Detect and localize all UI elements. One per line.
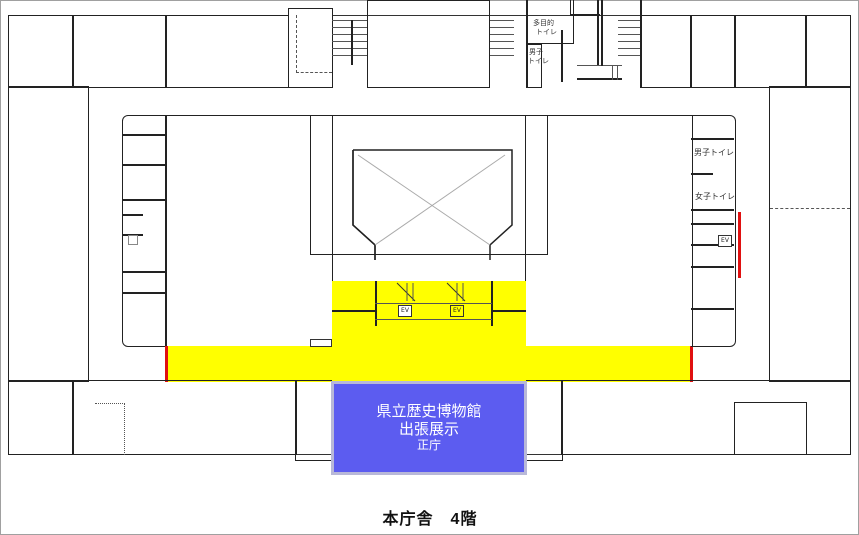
dashed-box-bottom-left xyxy=(95,403,125,455)
room-bottom-right xyxy=(561,380,851,455)
room-top-left-2 xyxy=(72,15,167,88)
stairs-top-far-right xyxy=(618,20,640,62)
room-bottom-left-1 xyxy=(8,380,74,455)
room-mens-toilet-top xyxy=(526,44,542,88)
stairs-top-small xyxy=(577,65,622,80)
exhibit-hall[interactable]: 県立歴史博物館 出張展示 正庁 xyxy=(331,381,527,475)
label-multipurpose-toilet-2: トイレ xyxy=(536,28,557,36)
room-top-left-3 xyxy=(165,15,290,88)
wall-center-bottom-r xyxy=(492,310,526,312)
wall-top-d xyxy=(570,14,600,16)
wall-top-c xyxy=(570,0,571,15)
label-womens-toilet-right: 女子トイレ xyxy=(695,192,735,201)
exhibit-line3: 正庁 xyxy=(416,438,441,452)
floor-caption: 本庁舎 4階 xyxy=(382,511,478,528)
room-top-left-1 xyxy=(8,15,74,88)
room-center-left xyxy=(165,115,333,348)
left-core-elevator-box xyxy=(128,235,138,245)
room-multipurpose-toilet xyxy=(526,0,574,44)
stairs-top-left xyxy=(332,20,368,66)
room-top-center xyxy=(367,0,490,88)
label-multipurpose-toilet-1: 多目的 xyxy=(533,19,554,27)
right-core xyxy=(691,115,736,347)
room-bottom-right-small xyxy=(734,402,807,455)
label-mens-toilet-top-1: 男子 xyxy=(529,48,543,56)
wall-top-e xyxy=(601,0,603,66)
left-core xyxy=(122,115,167,347)
room-bottom-center-left xyxy=(295,380,332,461)
wall-vert-a xyxy=(561,30,563,82)
route-corridor xyxy=(166,346,692,382)
room-center-right xyxy=(525,115,693,348)
barrier-right-core xyxy=(738,212,741,278)
label-mens-toilet-top-2: トイレ xyxy=(528,57,549,65)
elevator-center-right: EV xyxy=(450,305,464,317)
center-stair-cores xyxy=(375,281,493,326)
exhibit-line1: 県立歴史博物館 xyxy=(376,402,482,420)
small-box-left-corridor xyxy=(310,339,332,347)
room-right-wing xyxy=(769,86,851,382)
room-top-right-1 xyxy=(640,15,692,88)
atrium-void xyxy=(352,149,513,260)
room-left-wing xyxy=(8,86,89,382)
wall-vert-b xyxy=(597,0,599,66)
room-bottom-left-2 xyxy=(72,380,297,455)
central-hall xyxy=(310,115,548,255)
barrier-left xyxy=(165,346,168,382)
room-top-right-3 xyxy=(734,15,807,88)
elevator-center-left: EV xyxy=(398,305,412,317)
dashdot-right-wing xyxy=(770,208,850,209)
exhibit-line2: 出張展示 xyxy=(398,420,459,438)
room-top-right-2 xyxy=(690,15,736,88)
room-top-right-4 xyxy=(805,15,851,88)
wall-center-bottom-l xyxy=(332,310,376,312)
dashdot-box-top-left xyxy=(296,15,332,73)
stairs-top-right xyxy=(490,20,514,66)
route-center-block xyxy=(332,281,526,351)
barrier-right xyxy=(690,346,693,382)
room-bottom-center-right xyxy=(526,380,563,461)
elevator-right-core: EV xyxy=(718,235,732,247)
label-mens-toilet-right: 男子トイレ xyxy=(694,148,734,157)
